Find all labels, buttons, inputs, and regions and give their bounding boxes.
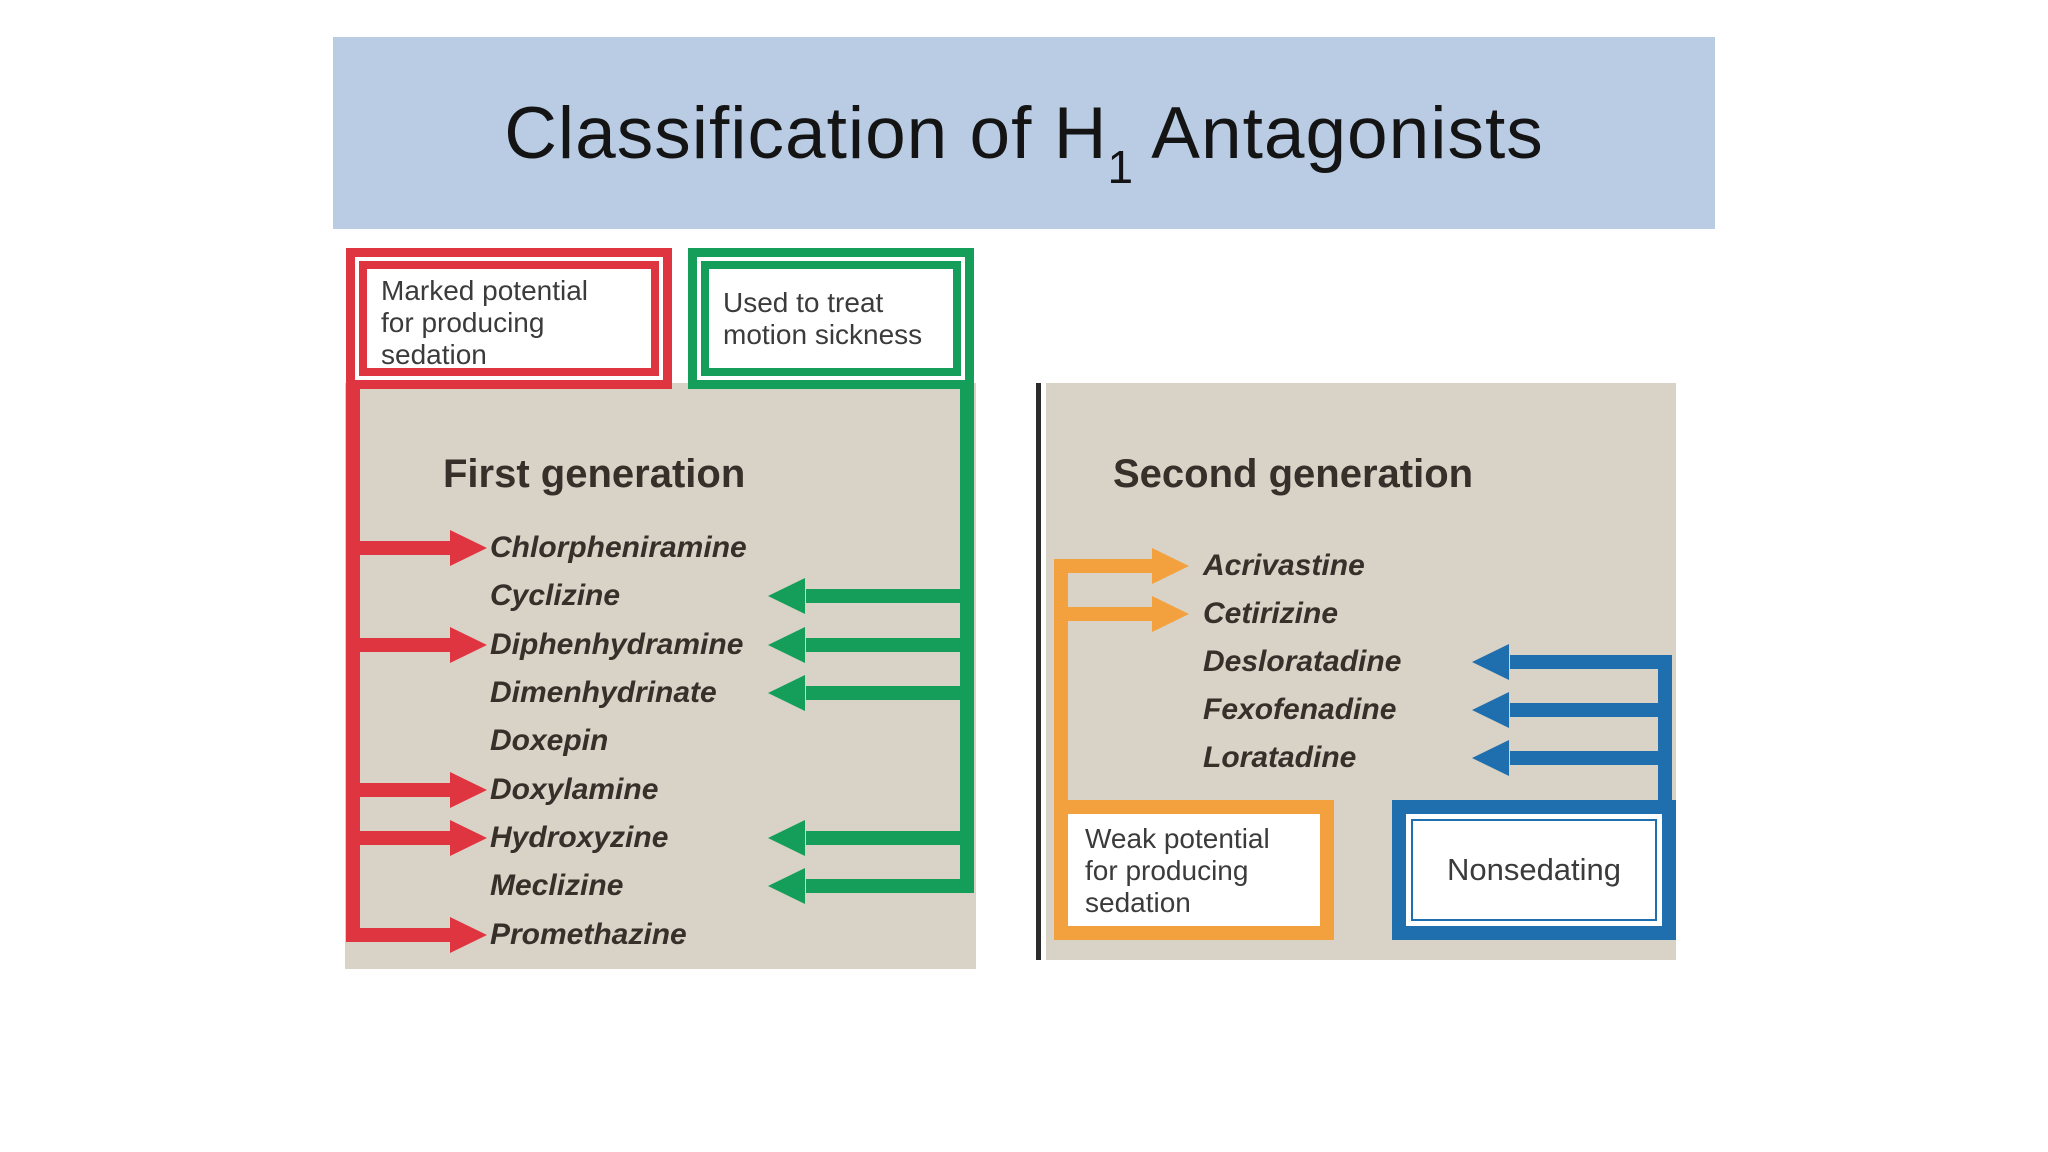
drug-promethazine: Promethazine [490, 918, 687, 951]
nonsedating-arrow-shaft [1510, 703, 1672, 717]
nonsedating-label: Nonsedating [1446, 852, 1622, 887]
drug-doxylamine: Doxylamine [490, 773, 659, 806]
marked-sedation-arrow-head-icon [450, 627, 487, 663]
title-suffix: Antagonists [1134, 92, 1544, 174]
title-subscript: 1 [1107, 141, 1135, 194]
drug-doxepin: Doxepin [490, 724, 609, 757]
weak-sedation-arrow-head-icon [1152, 596, 1189, 632]
marked-sedation-arrow-head-icon [450, 820, 487, 856]
panel-divider-line [1036, 383, 1041, 960]
second-generation-heading: Second generation [1113, 452, 1474, 496]
drug-hydroxyzine: Hydroxyzine [490, 821, 669, 854]
motion-sickness-arrow-shaft [806, 589, 974, 603]
marked-sedation-arrow-shaft [346, 928, 450, 942]
nonsedating-inner-box: Nonsedating [1411, 819, 1657, 921]
motion-sickness-connector-bar [960, 370, 974, 893]
drug-loratadine: Loratadine [1203, 741, 1357, 774]
first-generation-panel [345, 383, 976, 969]
nonsedating-arrow-head-icon [1472, 692, 1509, 728]
weak-sedation-connector-bar [1054, 559, 1068, 804]
weak-sedation-box: Weak potential for producing sedation [1054, 800, 1334, 940]
marked-sedation-arrow-head-icon [450, 772, 487, 808]
marked-sedation-arrow-shaft [346, 541, 450, 555]
marked-sedation-arrow-head-icon [450, 917, 487, 953]
nonsedating-arrow-head-icon [1472, 740, 1509, 776]
marked-sedation-arrow-shaft [346, 638, 450, 652]
title-banner: Classification of H1 Antagonists [333, 37, 1715, 229]
nonsedating-arrow-shaft [1510, 655, 1672, 669]
motion-sickness-arrow-head-icon [768, 868, 805, 904]
motion-sickness-arrow-head-icon [768, 675, 805, 711]
nonsedating-box: Nonsedating [1392, 800, 1676, 940]
motion-sickness-arrow-shaft [806, 831, 974, 845]
weak-sedation-arrow-shaft [1054, 559, 1152, 573]
drug-desloratadine: Desloratadine [1203, 645, 1402, 678]
drug-dimenhydrinate: Dimenhydrinate [490, 676, 717, 709]
weak-sedation-label: Weak potential for producing sedation [1085, 823, 1270, 918]
drug-diphenhydramine: Diphenhydramine [490, 628, 744, 661]
nonsedating-arrow-shaft [1510, 751, 1672, 765]
nonsedating-arrow-head-icon [1472, 644, 1509, 680]
marked-sedation-inner-box: Marked potential for producing sedation [359, 261, 659, 376]
motion-sickness-arrow-shaft [806, 879, 974, 893]
weak-sedation-arrow-head-icon [1152, 548, 1189, 584]
drug-cetirizine: Cetirizine [1203, 597, 1339, 630]
motion-sickness-arrow-head-icon [768, 578, 805, 614]
marked-sedation-arrow-head-icon [450, 530, 487, 566]
nonsedating-connector-bar [1658, 655, 1672, 814]
drug-cyclizine: Cyclizine [490, 579, 621, 612]
motion-sickness-arrow-head-icon [768, 820, 805, 856]
marked-sedation-arrow-shaft [346, 831, 450, 845]
weak-sedation-inner-box: Weak potential for producing sedation [1071, 817, 1317, 923]
drug-chlorpheniramine: Chlorpheniramine [490, 531, 747, 564]
motion-sickness-arrow-shaft [806, 638, 974, 652]
marked-sedation-arrow-shaft [346, 783, 450, 797]
drug-meclizine: Meclizine [490, 869, 624, 902]
title-prefix: Classification of H [504, 92, 1108, 174]
weak-sedation-arrow-shaft [1054, 607, 1152, 621]
motion-sickness-label: Used to treat motion sickness [723, 286, 923, 350]
first-generation-heading: First generation [443, 452, 746, 496]
marked-sedation-label: Marked potential for producing sedation [381, 275, 589, 370]
marked-sedation-box: Marked potential for producing sedation [346, 248, 672, 389]
motion-sickness-box: Used to treat motion sickness [688, 248, 974, 389]
drug-fexofenadine: Fexofenadine [1203, 693, 1397, 726]
motion-sickness-arrow-head-icon [768, 627, 805, 663]
slide-title: Classification of H1 Antagonists [504, 92, 1544, 191]
marked-sedation-connector-bar [346, 370, 360, 942]
drug-acrivastine: Acrivastine [1203, 549, 1365, 582]
motion-sickness-arrow-shaft [806, 686, 974, 700]
motion-sickness-inner-box: Used to treat motion sickness [701, 261, 961, 376]
